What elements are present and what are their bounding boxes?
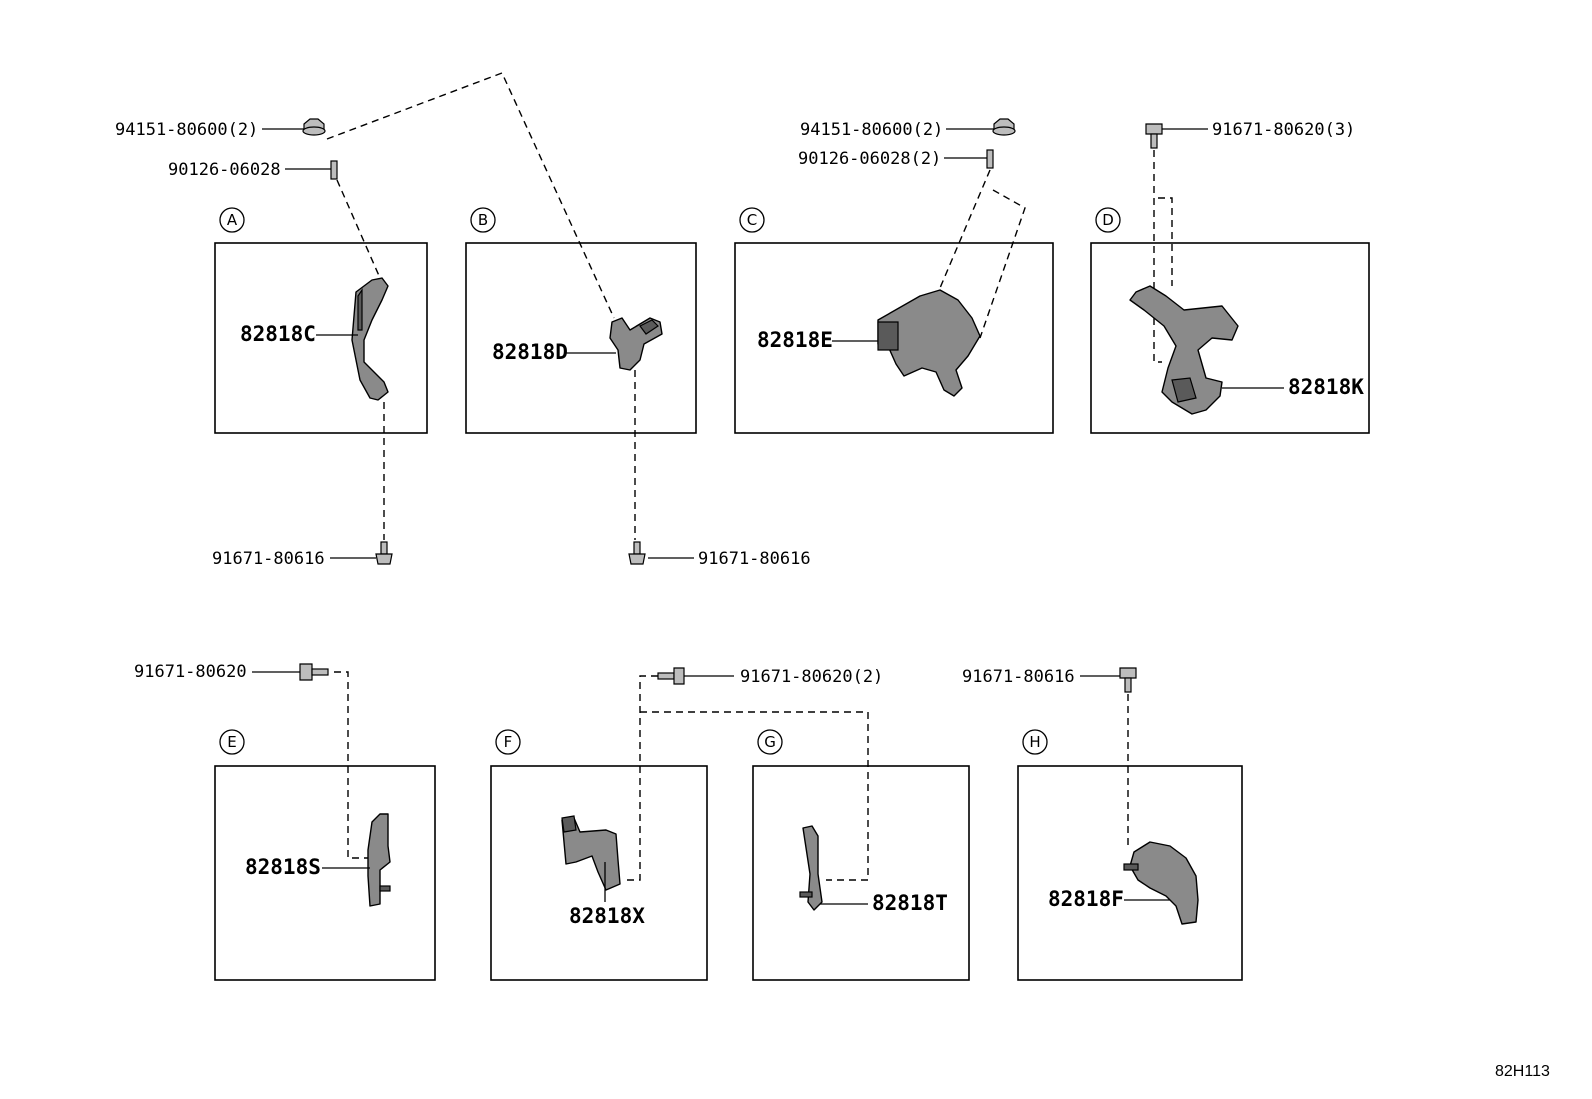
bolt-d-label: 91671-80620(3) (1212, 120, 1355, 140)
part-82818t-shape (799, 825, 823, 911)
bolt-fg-icon (657, 667, 685, 685)
section-b-box (465, 242, 697, 434)
part-82818t-label: 82818T (872, 891, 948, 915)
part-82818d-label: 82818D (492, 340, 568, 364)
bolt-h-icon (1119, 667, 1137, 693)
diagram-code: 82H113 (1495, 1063, 1550, 1080)
section-g-box (752, 765, 970, 981)
bolt-e-icon (299, 663, 329, 681)
section-h-box (1017, 765, 1243, 981)
nut-c-label: 94151-80600(2) (800, 120, 943, 140)
section-f-marker: F (495, 729, 521, 755)
bolt-a-label: 91671-80616 (212, 549, 325, 569)
stud-c-label: 90126-06028(2) (798, 149, 941, 169)
part-82818e-shape (877, 289, 981, 397)
part-82818f-label: 82818F (1048, 887, 1124, 911)
section-c-marker: C (739, 207, 765, 233)
part-82818s-shape (367, 813, 391, 907)
svg-text:G: G (764, 733, 776, 751)
section-h-marker: H (1022, 729, 1048, 755)
stud-a-icon (330, 160, 338, 180)
svg-text:F: F (504, 733, 513, 751)
part-82818c-shape (351, 277, 389, 401)
svg-text:H: H (1029, 733, 1040, 751)
svg-text:E: E (227, 733, 236, 751)
bolt-fg-label: 91671-80620(2) (740, 667, 883, 687)
bolt-b-label: 91671-80616 (698, 549, 811, 569)
svg-text:D: D (1102, 211, 1114, 229)
bolt-d-icon (1145, 123, 1163, 149)
bolt-e-label: 91671-80620 (134, 662, 247, 682)
part-82818e-label: 82818E (757, 328, 833, 352)
section-g-marker: G (757, 729, 783, 755)
section-d-box (1090, 242, 1370, 434)
section-e-box (214, 765, 436, 981)
part-82818k-shape (1129, 285, 1239, 415)
svg-text:C: C (747, 211, 757, 229)
section-b-marker: B (470, 207, 496, 233)
bolt-b-icon (628, 541, 646, 565)
part-82818x-label: 82818X (569, 904, 645, 928)
part-82818x-shape (561, 815, 621, 891)
bolt-h-label: 91671-80616 (962, 667, 1075, 687)
section-c-box (734, 242, 1054, 434)
part-82818c-label: 82818C (240, 322, 316, 346)
svg-text:B: B (478, 211, 488, 229)
section-a-box (214, 242, 428, 434)
section-a-marker: A (219, 207, 245, 233)
part-82818s-label: 82818S (245, 855, 321, 879)
section-e-marker: E (219, 729, 245, 755)
nut-c-icon (992, 118, 1016, 136)
part-82818d-shape (609, 317, 663, 371)
nut-a-label: 94151-80600(2) (115, 120, 258, 140)
stud-c-icon (986, 149, 994, 169)
part-82818f-shape (1123, 841, 1199, 925)
part-82818k-label: 82818K (1288, 375, 1364, 399)
bolt-a-icon (375, 541, 393, 565)
section-d-marker: D (1095, 207, 1121, 233)
svg-text:A: A (227, 211, 238, 229)
nut-a-icon (302, 118, 326, 136)
section-f-box (490, 765, 708, 981)
stud-a-label: 90126-06028 (168, 160, 281, 180)
